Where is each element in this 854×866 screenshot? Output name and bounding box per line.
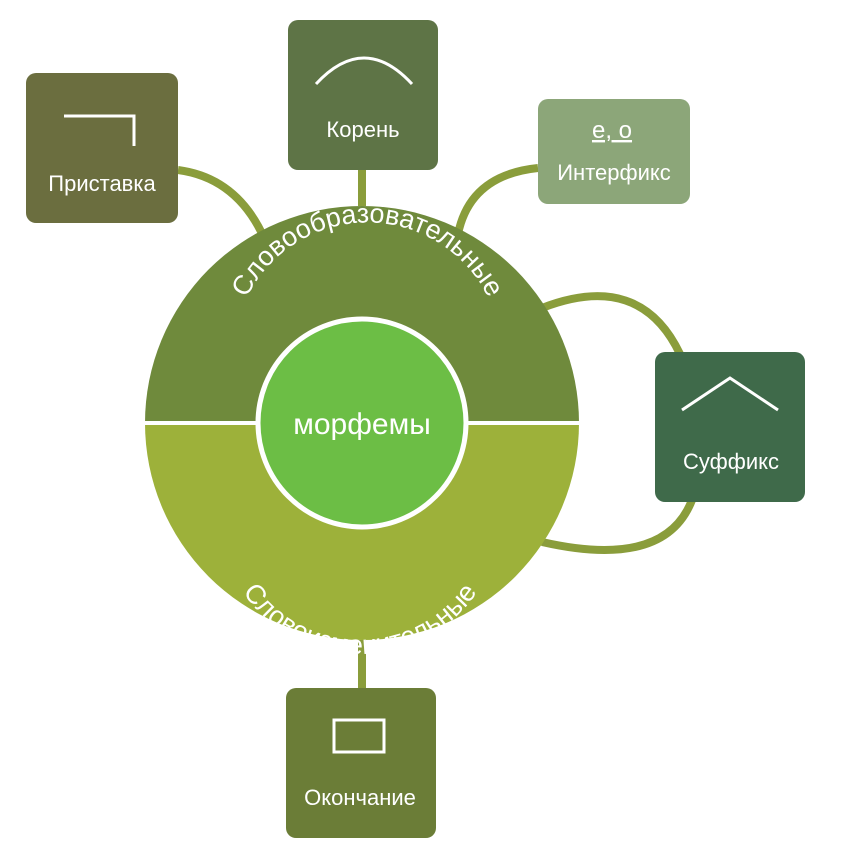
center-circle [255,316,469,530]
root-arc-icon [314,56,414,86]
prefix-label: Приставка [48,171,156,196]
prefix-mark-icon [64,114,136,146]
connector-interfix [454,164,539,235]
interfix-label: Интерфикс [557,160,671,185]
interfix-box: е, о Интерфикс [538,99,690,204]
prefix-box: Приставка [26,73,178,223]
lower-ring [145,423,579,640]
interfix-sample: е, о [592,117,632,144]
connector-suffix-bottom [541,498,696,554]
suffix-caret-icon [681,376,779,412]
suffix-box: Суффикс [655,352,805,502]
connectors [177,164,696,690]
ending-label: Окончание [304,785,416,810]
ending-box-icon [332,718,386,754]
suffix-label: Суффикс [683,449,779,474]
root-label: Корень [326,117,399,142]
ending-box: Окончание [286,688,436,838]
connector-suffix-top [540,292,684,356]
center-label: морфемы [293,408,431,441]
root-box: Корень [288,20,438,170]
connector-prefix [177,166,269,242]
upper-ring [145,206,579,423]
